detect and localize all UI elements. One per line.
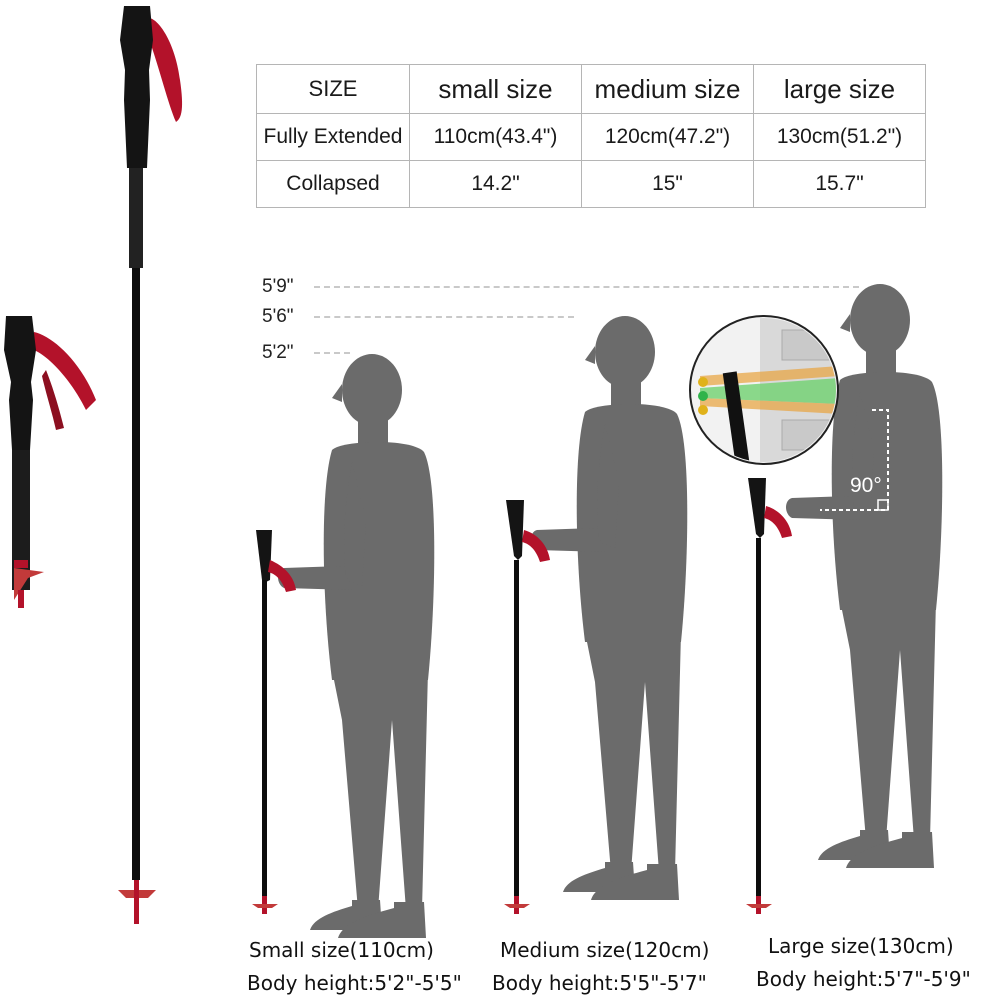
table-row: Fully Extended 110cm(43.4") 120cm(47.2")… bbox=[256, 113, 926, 161]
height-guide-line bbox=[314, 352, 350, 354]
table-cell: 110cm(43.4") bbox=[409, 113, 582, 161]
table-cell: 15" bbox=[581, 160, 754, 208]
table-cell: 14.2" bbox=[409, 160, 582, 208]
caption-size: Large size(130cm) bbox=[768, 934, 954, 958]
person-medium bbox=[504, 316, 688, 914]
extended-pole bbox=[118, 6, 183, 924]
table-header-cell: SIZE bbox=[256, 64, 410, 114]
table-header-cell: small size bbox=[409, 64, 582, 114]
table-header-row: SIZE small size medium size large size bbox=[256, 64, 926, 114]
person-large bbox=[746, 284, 943, 914]
table-header-cell: large size bbox=[753, 64, 926, 114]
caption-size: Medium size(120cm) bbox=[500, 938, 710, 962]
table-cell: 15.7" bbox=[753, 160, 926, 208]
height-mark: 5'2" bbox=[262, 342, 294, 363]
right-angle-marker bbox=[820, 409, 889, 511]
person-small bbox=[252, 354, 435, 938]
height-guide-line bbox=[314, 316, 574, 318]
table-row-label: Fully Extended bbox=[256, 113, 410, 161]
caption-body-height: Body height:5'2"-5'5" bbox=[247, 971, 462, 995]
table-cell: 120cm(47.2") bbox=[581, 113, 754, 161]
collapsed-pole bbox=[4, 316, 96, 608]
height-mark: 5'9" bbox=[262, 276, 294, 297]
angle-label: 90° bbox=[850, 474, 882, 497]
table-header-cell: medium size bbox=[581, 64, 754, 114]
caption-body-height: Body height:5'5"-5'7" bbox=[492, 971, 707, 995]
caption-body-height: Body height:5'7"-5'9" bbox=[756, 967, 971, 991]
table-row: Collapsed 14.2" 15" 15.7" bbox=[256, 160, 926, 208]
caption-medium: Medium size(120cm) Body height:5'5"-5'7" bbox=[492, 938, 709, 995]
caption-small: Small size(110cm) Body height:5'2"-5'5" bbox=[247, 938, 462, 995]
caption-size: Small size(110cm) bbox=[249, 938, 434, 962]
table-row-label: Collapsed bbox=[256, 160, 410, 208]
table-cell: 130cm(51.2") bbox=[753, 113, 926, 161]
size-table: SIZE small size medium size large size F… bbox=[256, 64, 926, 208]
height-mark: 5'6" bbox=[262, 306, 294, 327]
caption-large: Large size(130cm) Body height:5'7"-5'9" bbox=[756, 934, 971, 991]
height-guide-line bbox=[314, 286, 859, 288]
detail-inset bbox=[689, 315, 839, 465]
